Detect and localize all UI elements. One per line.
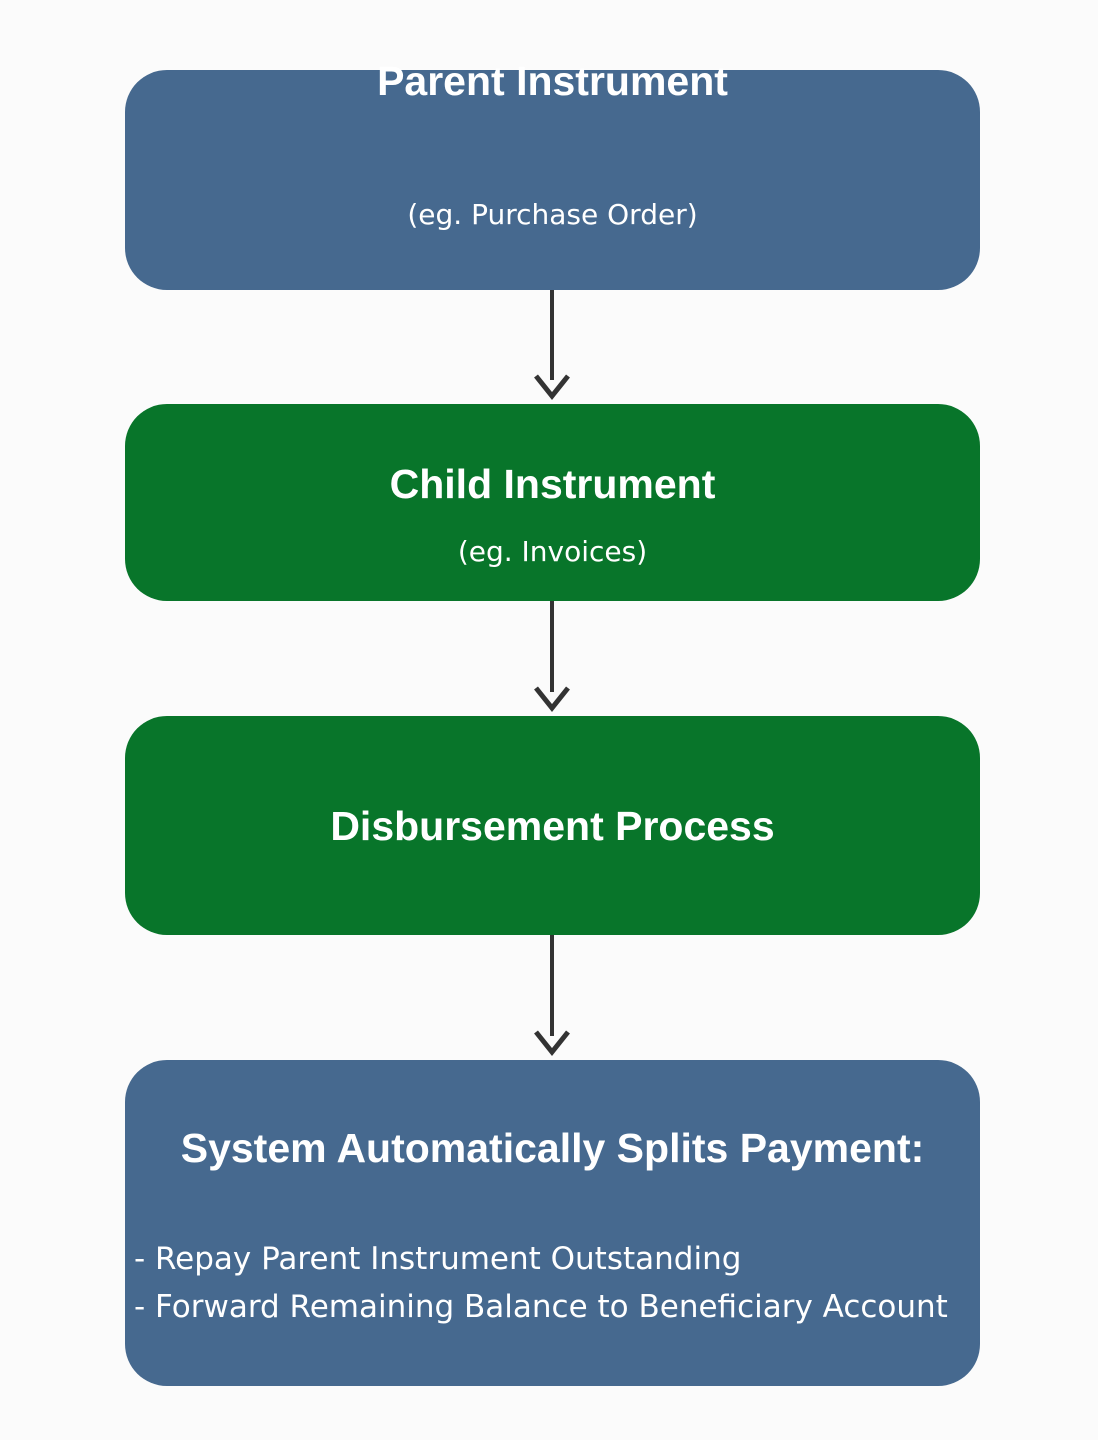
node-title: Child Instrument: [389, 461, 716, 507]
node-title: System Automatically Splits Payment:: [180, 1125, 925, 1171]
node-split-payment: System Automatically Splits Payment: - R…: [125, 1060, 980, 1386]
node-title: Disbursement Process: [330, 803, 775, 849]
split-step-repay: - Repay Parent Instrument Outstanding: [134, 1241, 742, 1277]
arrow-child-to-disbursement: [534, 601, 570, 713]
node-parent-instrument: Parent Instrument (eg. Purchase Order): [125, 58, 980, 290]
node-title: Parent Instrument: [377, 58, 728, 104]
node-subtitle: (eg. Purchase Order): [407, 198, 698, 231]
split-steps-list: - Repay Parent Instrument Outstanding - …: [134, 1235, 948, 1331]
arrow-disbursement-to-split: [534, 935, 570, 1057]
node-disbursement-process: Disbursement Process: [125, 716, 980, 935]
node-child-instrument: Child Instrument (eg. Invoices): [125, 404, 980, 601]
node-subtitle: (eg. Invoices): [457, 535, 648, 568]
arrow-parent-to-child: [534, 290, 570, 401]
split-step-forward: - Forward Remaining Balance to Beneficia…: [134, 1289, 948, 1325]
